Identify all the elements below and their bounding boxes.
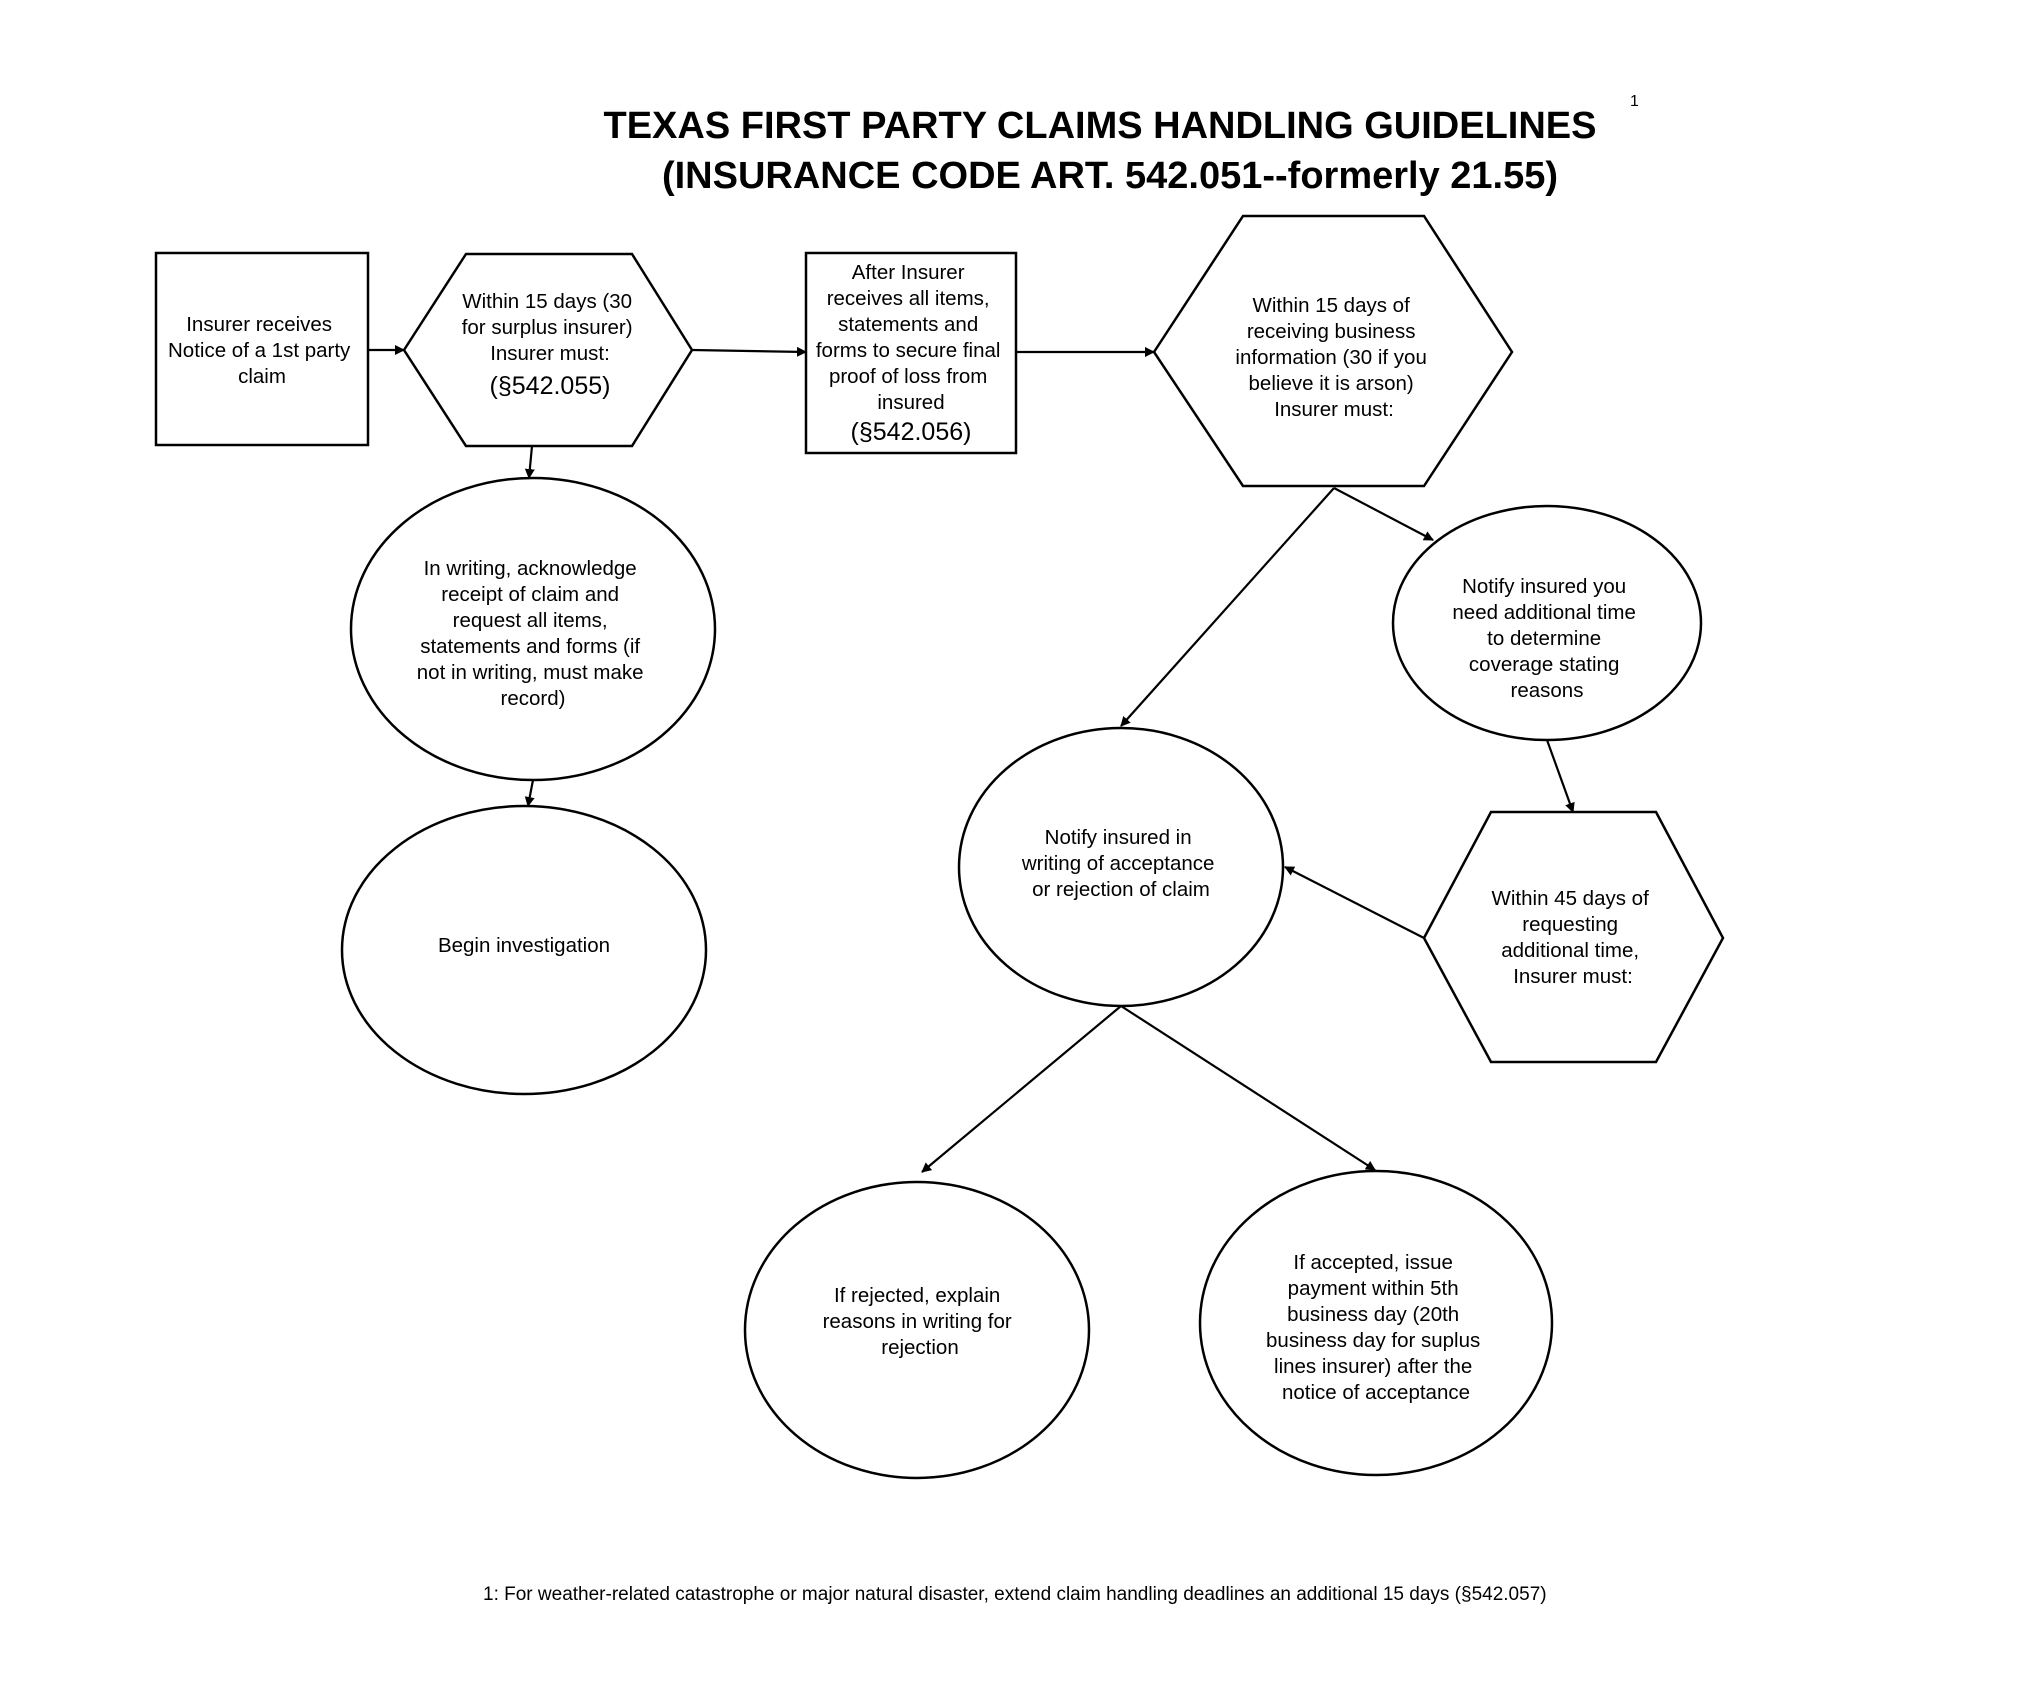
diagram-title-line-2: (INSURANCE CODE ART. 542.051--formerly 2…	[662, 155, 1558, 197]
node-after-insurer-receives-items: After Insurer receives all items, statem…	[804, 251, 1018, 455]
node-notify-acceptance-or-rejection: Notify insured in writing of acceptance …	[957, 726, 1285, 1008]
edge-within45-to-notify-acceptance	[1284, 866, 1425, 939]
edge-notify-additional-time-to-within45	[1545, 739, 1575, 813]
node-insurer-receives-notice-label: Insurer receives Notice of a 1st party c…	[168, 313, 356, 388]
node-begin-investigation-label: Begin investigation	[438, 934, 610, 957]
node-if-rejected: If rejected, explain reasons in writing …	[743, 1180, 1091, 1480]
edge-within15-business-to-notify-additional-time	[1333, 487, 1434, 541]
edge-within15-to-acknowledge	[524, 445, 535, 479]
edge-notify-acceptance-to-accepted	[1120, 1005, 1376, 1171]
edge-notify-acceptance-to-rejected	[921, 1005, 1122, 1173]
diagram-title-line-1: TEXAS FIRST PARTY CLAIMS HANDLING GUIDEL…	[604, 105, 1597, 147]
node-within-15-days-business-info-label: Within 15 days of receiving business inf…	[1235, 294, 1432, 421]
edges	[368, 345, 1575, 1173]
node-if-accepted-label: If accepted, issue payment within 5th bu…	[1266, 1251, 1486, 1404]
footnote: 1: For weather-related catastrophe or ma…	[483, 1584, 1547, 1605]
node-notify-additional-time: Notify insured you need additional time …	[1391, 504, 1703, 742]
edge-within15-business-to-notify-acceptance	[1120, 487, 1335, 727]
edge-acknowledge-to-begin-investigation	[524, 779, 535, 807]
node-notify-acceptance-or-rejection-label: Notify insured in writing of acceptance …	[1021, 826, 1220, 901]
node-if-rejected-label: If rejected, explain reasons in writing …	[823, 1284, 1018, 1359]
title-footnote-marker: 1	[1630, 93, 1639, 110]
node-acknowledge-receipt-label: In writing, acknowledge receipt of claim…	[417, 557, 649, 710]
edge-within15-to-after-insurer	[691, 346, 807, 357]
node-if-accepted: If accepted, issue payment within 5th bu…	[1198, 1169, 1554, 1477]
node-begin-investigation: Begin investigation	[340, 804, 708, 1096]
node-notify-additional-time-label: Notify insured you need additional time …	[1452, 575, 1641, 702]
node-acknowledge-receipt: In writing, acknowledge receipt of claim…	[349, 476, 717, 782]
node-within-15-days-business-info: Within 15 days of receiving business inf…	[1152, 214, 1514, 488]
node-within-15-days-label: Within 15 days (30 for surplus insurer) …	[462, 290, 639, 365]
node-within-15-days: Within 15 days (30 for surplus insurer) …	[402, 252, 694, 448]
node-insurer-receives-notice: Insurer receives Notice of a 1st party c…	[154, 251, 370, 447]
node-within-45-days: Within 45 days of requesting additional …	[1422, 810, 1725, 1064]
node-within-45-days-label: Within 45 days of requesting additional …	[1492, 887, 1655, 988]
node-within-15-days-statute-ref: (§542.055)	[490, 372, 611, 400]
node-after-insurer-receives-items-label: After Insurer receives all items, statem…	[816, 261, 1006, 414]
node-after-insurer-statute-ref: (§542.056)	[851, 418, 972, 446]
